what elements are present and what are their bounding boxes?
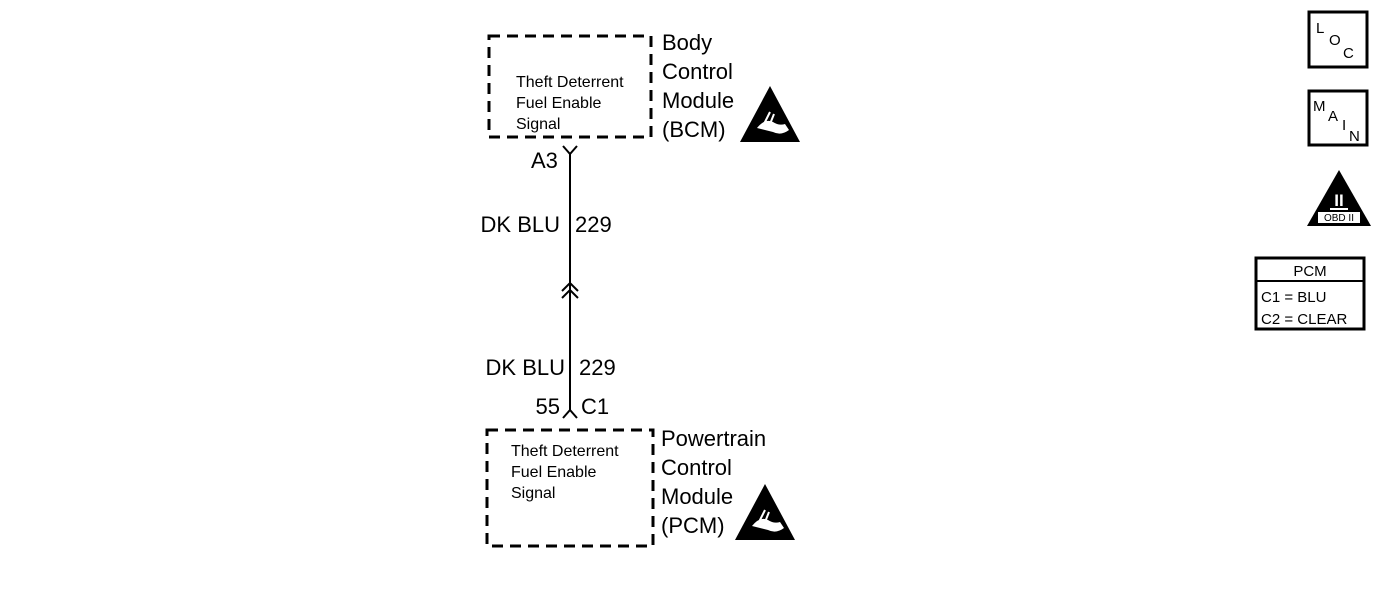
main-button[interactable]: M A I N <box>1307 89 1369 147</box>
main-letter-4: N <box>1349 128 1360 145</box>
loc-letter-1: L <box>1316 20 1324 37</box>
loc-icon[interactable] <box>1307 10 1369 69</box>
pcm-inner-line-3: Signal <box>511 485 555 502</box>
bcm-title-line-1: Body <box>662 30 712 55</box>
bcm-inner-line-3: Signal <box>516 116 560 133</box>
pcm-title-line-3: Module <box>661 484 733 509</box>
bcm-pin-label: A3 <box>531 148 558 173</box>
wire-lower-color: DK BLU <box>486 355 565 380</box>
loc-letter-3: C <box>1343 45 1354 62</box>
pcm-dashed-box <box>485 428 655 548</box>
inline-connector-icon <box>561 281 579 299</box>
bcm-dashed-box <box>487 34 653 139</box>
legend-box <box>1254 256 1366 331</box>
obd-ii-numeral: II <box>1334 191 1343 210</box>
pcm-inner-line-2: Fuel Enable <box>511 464 596 481</box>
pcm-pin-label: 55 <box>536 394 560 419</box>
bcm-title-line-2: Control <box>662 59 733 84</box>
pcm-connector-legend: PCM C1 = BLU C2 = CLEAR <box>1254 256 1366 331</box>
loc-button[interactable]: L O C <box>1307 10 1369 69</box>
pcm-title-line-1: Powertrain <box>661 426 766 451</box>
esd-sensitive-icon <box>735 484 795 540</box>
pcm-connector-label: C1 <box>581 394 609 419</box>
main-letter-1: M <box>1313 98 1326 115</box>
bcm-module: Theft Deterrent Fuel Enable Signal Body … <box>487 30 800 142</box>
wire-upper-circuit: 229 <box>575 212 612 237</box>
pcm-title-line-4: (PCM) <box>661 513 725 538</box>
obd-ii-label: OBD II <box>1324 213 1354 224</box>
bcm-inner-line-2: Fuel Enable <box>516 95 601 112</box>
bcm-female-terminal <box>562 145 578 156</box>
main-letter-2: A <box>1328 108 1338 125</box>
loc-letter-2: O <box>1329 32 1341 49</box>
legend-row-1: C1 = BLU <box>1261 289 1326 306</box>
wire-lower-circuit: 229 <box>579 355 616 380</box>
main-icon[interactable] <box>1307 89 1369 147</box>
bcm-title-line-4: (BCM) <box>662 117 726 142</box>
esd-sensitive-icon <box>740 86 800 142</box>
main-letter-3: I <box>1342 117 1346 134</box>
pcm-module: Theft Deterrent Fuel Enable Signal Power… <box>485 426 795 548</box>
bcm-inner-line-1: Theft Deterrent <box>516 74 624 91</box>
obd-ii-button[interactable]: II OBD II <box>1307 170 1371 226</box>
legend-row-2: C2 = CLEAR <box>1261 311 1347 328</box>
pcm-male-terminal <box>562 408 578 419</box>
legend-title: PCM <box>1293 263 1326 280</box>
bcm-title-line-3: Module <box>662 88 734 113</box>
wire-upper-color: DK BLU <box>481 212 560 237</box>
pcm-inner-line-1: Theft Deterrent <box>511 443 619 460</box>
pcm-title-line-2: Control <box>661 455 732 480</box>
